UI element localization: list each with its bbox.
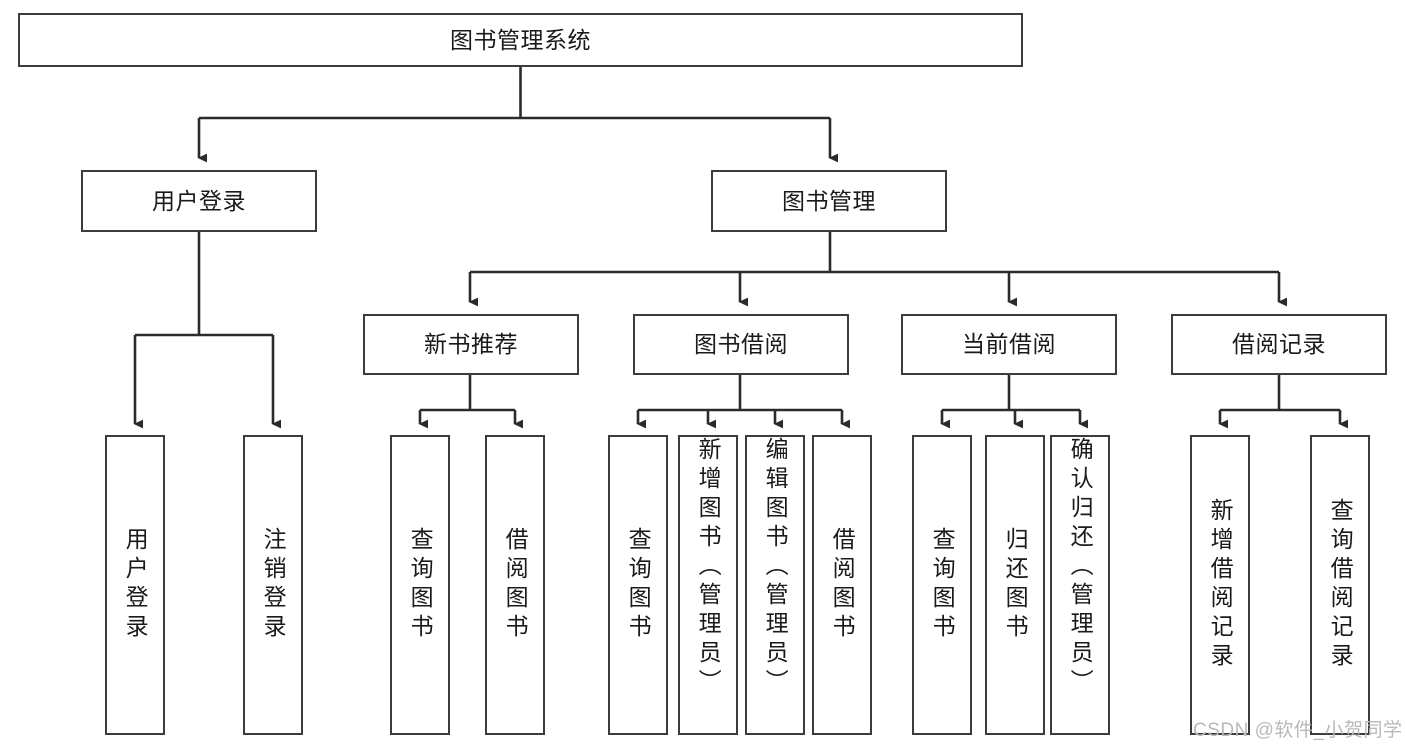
node-leaf-borrow-book-1[interactable]: 借阅图书	[485, 435, 545, 735]
node-leaf-query-book-3[interactable]: 查询图书	[912, 435, 972, 735]
node-leaf-add-record-label: 新增借阅记录	[1207, 498, 1234, 672]
node-borrow-record[interactable]: 借阅记录	[1171, 314, 1387, 375]
node-leaf-query-record[interactable]: 查询借阅记录	[1310, 435, 1370, 735]
node-leaf-user-login[interactable]: 用户登录	[105, 435, 165, 735]
node-leaf-confirm-return-label: 确认归还（管理员）	[1067, 437, 1094, 698]
node-leaf-confirm-return[interactable]: 确认归还（管理员）	[1050, 435, 1110, 735]
node-borrow-record-label: 借阅记录	[1232, 331, 1326, 358]
node-leaf-user-login-label: 用户登录	[122, 527, 149, 643]
node-leaf-query-book-1-label: 查询图书	[407, 527, 434, 643]
node-book-borrow[interactable]: 图书借阅	[633, 314, 849, 375]
node-leaf-return-book[interactable]: 归还图书	[985, 435, 1045, 735]
node-book-borrow-label: 图书借阅	[694, 331, 788, 358]
node-leaf-borrow-book-1-label: 借阅图书	[502, 527, 529, 643]
node-user-login-label: 用户登录	[152, 187, 246, 214]
node-leaf-add-book[interactable]: 新增图书（管理员）	[678, 435, 738, 735]
node-leaf-add-book-label: 新增图书（管理员）	[695, 437, 722, 698]
node-leaf-borrow-book-2[interactable]: 借阅图书	[812, 435, 872, 735]
node-leaf-logout-label: 注销登录	[260, 527, 287, 643]
node-leaf-borrow-book-2-label: 借阅图书	[829, 527, 856, 643]
node-root[interactable]: 图书管理系统	[18, 13, 1023, 67]
node-root-label: 图书管理系统	[450, 26, 591, 53]
node-leaf-add-record[interactable]: 新增借阅记录	[1190, 435, 1250, 735]
node-leaf-query-book-2[interactable]: 查询图书	[608, 435, 668, 735]
node-new-book-recommend-label: 新书推荐	[424, 331, 518, 358]
node-leaf-edit-book[interactable]: 编辑图书（管理员）	[745, 435, 805, 735]
node-leaf-query-record-label: 查询借阅记录	[1327, 498, 1354, 672]
node-leaf-query-book-1[interactable]: 查询图书	[390, 435, 450, 735]
node-leaf-logout[interactable]: 注销登录	[243, 435, 303, 735]
node-user-login[interactable]: 用户登录	[81, 170, 317, 232]
node-current-borrow-label: 当前借阅	[962, 331, 1056, 358]
node-new-book-recommend[interactable]: 新书推荐	[363, 314, 579, 375]
node-book-management[interactable]: 图书管理	[711, 170, 947, 232]
node-current-borrow[interactable]: 当前借阅	[901, 314, 1117, 375]
node-book-management-label: 图书管理	[782, 187, 876, 214]
node-leaf-query-book-2-label: 查询图书	[625, 527, 652, 643]
node-leaf-query-book-3-label: 查询图书	[929, 527, 956, 643]
node-leaf-edit-book-label: 编辑图书（管理员）	[762, 437, 789, 698]
csdn-watermark: CSDN @软件_小贺同学	[1193, 720, 1403, 741]
node-leaf-return-book-label: 归还图书	[1002, 527, 1029, 643]
